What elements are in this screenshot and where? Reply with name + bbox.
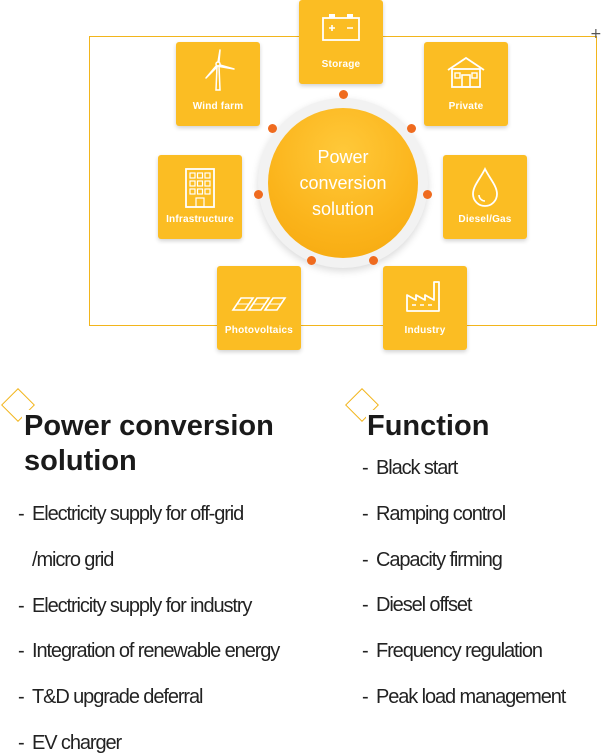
list-item: EV charger [18,729,279,756]
node-label: Storage [321,59,361,70]
title-line: Power conversion [24,410,274,442]
connector-dot [339,90,348,99]
node-label: Wind farm [192,101,244,112]
wind-turbine-icon [205,49,235,91]
node-label: Diesel/Gas [458,214,512,225]
list-item: T&D upgrade deferral [18,683,279,729]
section-title-function: Function [367,410,490,442]
node-wind-farm: Wind farm [176,42,260,126]
node-label: Industry [404,325,446,336]
connector-dot [369,256,378,265]
list-item: Electricity supply for industry [18,592,279,638]
connector-dot [254,190,263,199]
list-item: Integration of renewable energy [18,637,280,683]
list-item: Electricity supply for off-grid [18,500,279,546]
list-item: Frequency regulation [362,637,565,683]
connector-dot [307,256,316,265]
battery-icon [322,14,360,41]
node-infrastructure: Infrastructure [158,155,242,239]
list-item: Diesel offset [362,591,565,637]
node-diesel-gas: Diesel/Gas [443,155,527,239]
hub-label: Power conversion solution [299,147,387,219]
node-storage: Storage [299,0,383,84]
list-item: /micro grid [32,548,114,571]
house-icon [447,56,485,88]
solution-list: Electricity supply for off-grid /micro g… [18,500,280,756]
node-label: Photovoltaics [224,325,294,336]
node-private: Private [424,42,508,126]
list-item: Black start [362,454,565,500]
node-label: Infrastructure [166,214,234,225]
droplet-icon [472,167,498,207]
node-photovoltaics: Photovoltaics [217,266,301,350]
solar-panel-icon [231,297,287,311]
building-icon [185,168,215,208]
factory-icon [406,281,440,312]
list-item: Ramping control [362,500,565,546]
node-industry: Industry [383,266,467,350]
node-label: Private [448,101,484,112]
hub-circle: Power conversion solution [268,108,418,258]
plus-icon: + [590,26,602,42]
connector-dot [268,124,277,133]
connector-dot [423,190,432,199]
title-line: solution [24,445,137,477]
function-list: Black start Ramping control Capacity fir… [362,454,566,729]
connector-dot [407,124,416,133]
list-item: Capacity firming [362,546,565,592]
section-title-solution: Power conversion solution [24,409,274,479]
list-item: Peak load management [362,683,566,729]
